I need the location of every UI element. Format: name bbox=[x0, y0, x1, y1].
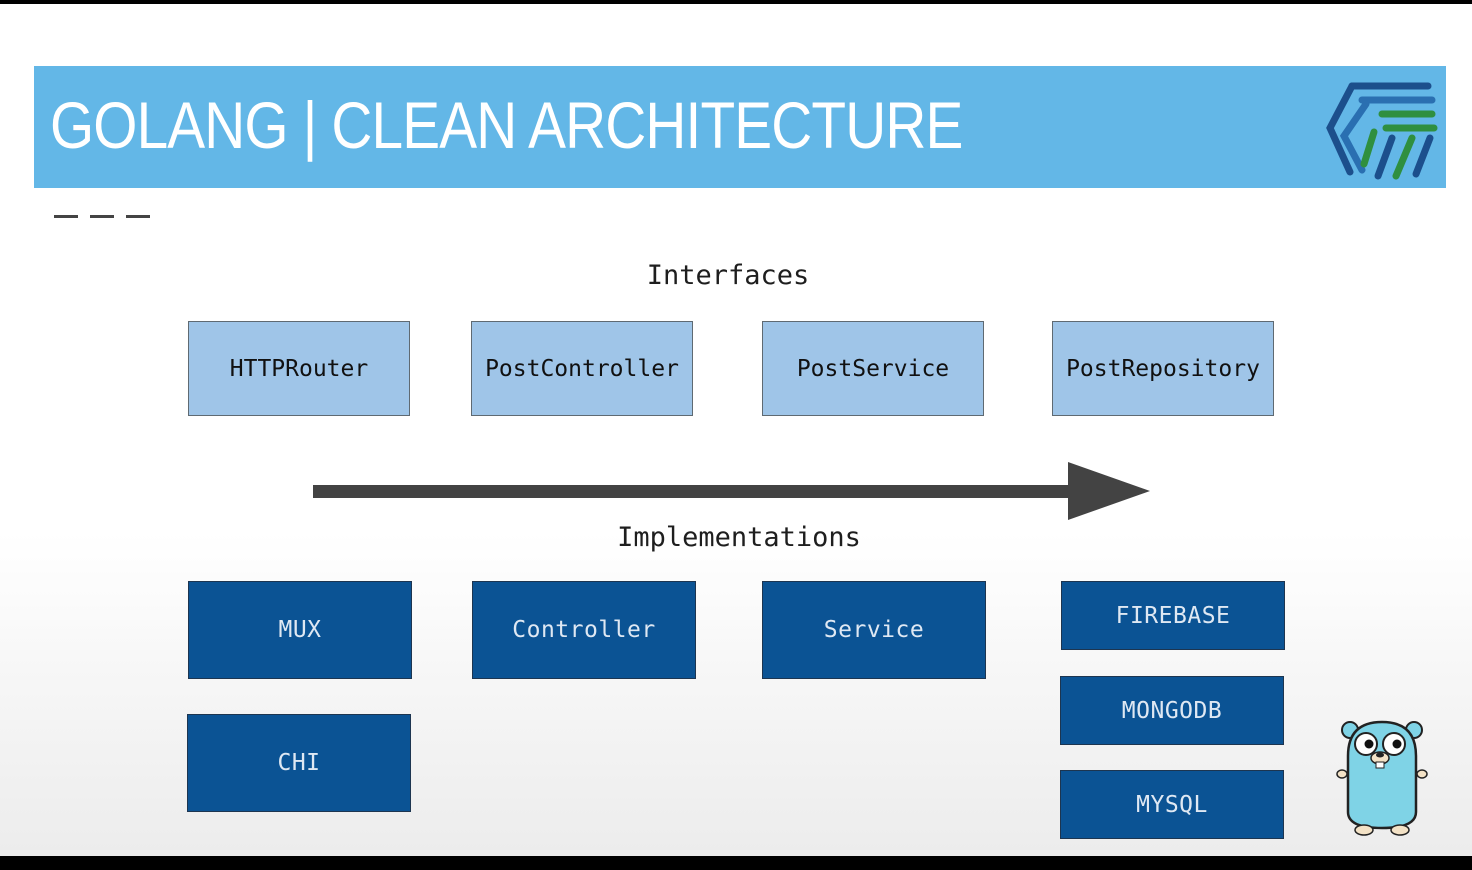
interface-box-postrepository: PostRepository bbox=[1052, 321, 1274, 416]
implementation-box-controller: Controller bbox=[472, 581, 696, 679]
interfaces-heading: Interfaces bbox=[646, 260, 810, 291]
slide: GOLANG | CLEAN ARCHITECTURE Interfaces H… bbox=[0, 4, 1472, 856]
implementation-box-mongodb: MONGODB bbox=[1060, 676, 1284, 745]
implementation-box-firebase: FIREBASE bbox=[1061, 581, 1285, 650]
title-bar: GOLANG | CLEAN ARCHITECTURE bbox=[34, 66, 1446, 188]
interface-box-postcontroller: PostController bbox=[471, 321, 693, 416]
flow-arrow bbox=[313, 462, 1150, 520]
implementation-box-mux: MUX bbox=[188, 581, 412, 679]
title-underline-dashes bbox=[54, 215, 150, 218]
interface-box-httprouter: HTTPRouter bbox=[188, 321, 410, 416]
interface-box-postservice: PostService bbox=[762, 321, 984, 416]
implementation-box-mysql: MYSQL bbox=[1060, 770, 1284, 839]
striped-shield-logo-icon bbox=[1326, 82, 1438, 180]
slide-title: GOLANG | CLEAN ARCHITECTURE bbox=[50, 88, 963, 162]
go-gopher-icon bbox=[1336, 720, 1428, 836]
implementation-box-service: Service bbox=[762, 581, 986, 679]
implementation-box-chi: CHI bbox=[187, 714, 411, 812]
implementations-heading: Implementations bbox=[617, 522, 861, 553]
